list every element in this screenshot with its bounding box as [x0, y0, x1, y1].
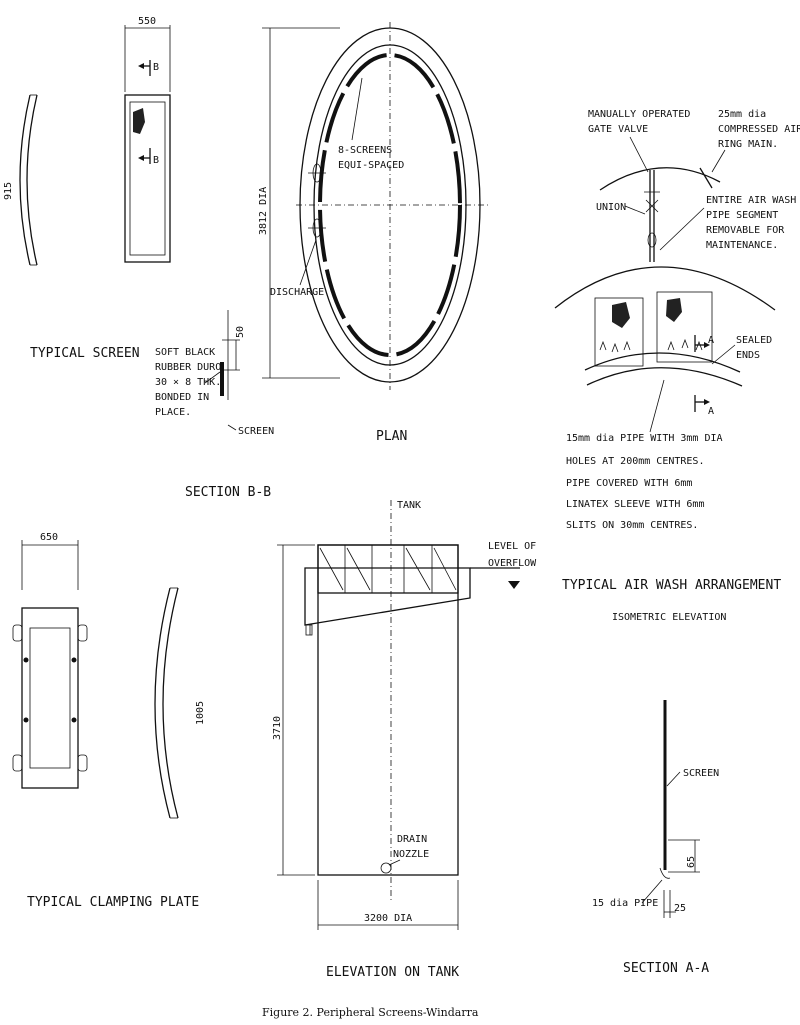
- rubber-note-line-4: BONDED IN: [155, 392, 209, 403]
- section-bb-screen-label: SCREEN: [238, 426, 274, 437]
- segment-note-line-4: MAINTENANCE.: [706, 240, 778, 251]
- air-wash-screen-left: [594, 297, 644, 367]
- section-aa-pipe-label: 15 dia PIPE: [592, 898, 658, 909]
- pipe-note-line-5: SLITS ON 30mm CENTRES.: [566, 520, 698, 531]
- clamping-plate: 650 1005 TYPICAL CLAMPING PLATE: [12, 532, 206, 910]
- rubber-note-line-5: PLACE.: [155, 407, 191, 418]
- section-a-marker-bottom: A: [708, 406, 714, 417]
- section-bb-title: SECTION B-B: [185, 485, 271, 500]
- overflow-launder: [304, 567, 471, 626]
- rubber-note-line-3: 30 × 8 THK.: [155, 377, 221, 388]
- pipe-note-line-2: HOLES AT 200mm CENTRES.: [566, 456, 704, 467]
- drain-line-1: DRAIN: [397, 834, 427, 845]
- section-aa-screen-label: SCREEN: [683, 768, 719, 779]
- ring-main-line-3: RING MAIN.: [718, 139, 778, 150]
- sealed-note-line-1: SEALED: [736, 335, 772, 346]
- pipe-note-line-3: PIPE COVERED WITH 6mm: [566, 478, 692, 489]
- section-b-marker-bottom: B: [153, 155, 159, 166]
- tank-label: TANK: [397, 500, 421, 511]
- pipe-note-line-4: LINATEX SLEEVE WITH 6mm: [566, 499, 704, 510]
- ring-main-line-2: COMPRESSED AIR: [718, 124, 800, 135]
- typical-screen-side-view: 915: [3, 94, 38, 266]
- screen-mesh-mark: [133, 108, 145, 134]
- typical-screen-front-view: 550 B B TYPICAL SCREEN: [30, 16, 171, 361]
- section-bb-height-dim: 50: [235, 326, 246, 338]
- section-aa-dim-25: 25: [674, 903, 686, 914]
- plan-title: PLAN: [376, 429, 407, 444]
- plan-view: 3812 DIA 8-SCREENS EQUI-SPACED DISCHARGE…: [258, 22, 488, 444]
- air-wash-screen-right: [656, 291, 713, 363]
- section-a-marker-top: A: [708, 335, 714, 346]
- overflow-line-1: LEVEL OF: [488, 541, 536, 552]
- segment-note-line-1: ENTIRE AIR WASH: [706, 195, 796, 206]
- discharge-label: DISCHARGE: [270, 287, 324, 298]
- valve-note-line-2: GATE VALVE: [588, 124, 648, 135]
- section-b-marker-top: B: [153, 62, 159, 73]
- segment-note-line-2: PIPE SEGMENT: [706, 210, 778, 221]
- section-aa: SCREEN 65 25 15 dia PIPE SECTION A-A: [592, 700, 719, 976]
- drain-nozzle: [380, 862, 392, 874]
- segment-note-line-3: REMOVABLE FOR: [706, 225, 785, 236]
- union-label: UNION: [596, 202, 626, 213]
- plan-dia-dim: 3812 DIA: [258, 187, 269, 235]
- clamping-plate-width-dim: 650: [40, 532, 58, 543]
- sealed-note-line-2: ENDS: [736, 350, 760, 361]
- rubber-note-line-1: SOFT BLACK: [155, 347, 215, 358]
- drain-line-2: NOZZLE: [393, 849, 429, 860]
- screens-note-line-1: 8-SCREENS: [338, 145, 392, 156]
- typical-screen-arc-dim: 915: [3, 182, 14, 200]
- rubber-note-line-2: RUBBER DURO: [155, 362, 221, 373]
- air-wash-subtitle: ISOMETRIC ELEVATION: [612, 612, 726, 623]
- figure-caption: Figure 2. Peripheral Screens-Windarra: [262, 1006, 479, 1019]
- elevation-on-tank: TANK LEVEL OF OVERFLOW 3710 DRAIN NOZZLE…: [272, 500, 537, 980]
- tank-body: [317, 544, 459, 876]
- air-wash-title: TYPICAL AIR WASH ARRANGEMENT: [562, 578, 781, 593]
- section-aa-title: SECTION A-A: [623, 961, 709, 976]
- valve-note-line-1: MANUALLY OPERATED: [588, 109, 690, 120]
- section-aa-dim-65: 65: [686, 856, 697, 868]
- elevation-title: ELEVATION ON TANK: [326, 965, 459, 980]
- air-wash-arrangement: MANUALLY OPERATED GATE VALVE 25mm dia CO…: [554, 109, 800, 623]
- screens-note-line-2: EQUI-SPACED: [338, 160, 404, 171]
- clamping-plate-title: TYPICAL CLAMPING PLATE: [27, 895, 199, 910]
- typical-screen-width-dim: 550: [138, 16, 156, 27]
- typical-screen-title: TYPICAL SCREEN: [30, 346, 140, 361]
- pipe-note-line-1: 15mm dia PIPE WITH 3mm DIA: [566, 433, 723, 444]
- overflow-line-2: OVERFLOW: [488, 558, 537, 569]
- clamping-plate-arc-dim: 1005: [195, 701, 206, 725]
- section-bb: 50 SOFT BLACK RUBBER DURO 30 × 8 THK. BO…: [155, 310, 274, 500]
- tank-height-dim: 3710: [272, 716, 283, 740]
- tank-dia-dim: 3200 DIA: [364, 913, 412, 924]
- ring-main-line-1: 25mm dia: [718, 109, 766, 120]
